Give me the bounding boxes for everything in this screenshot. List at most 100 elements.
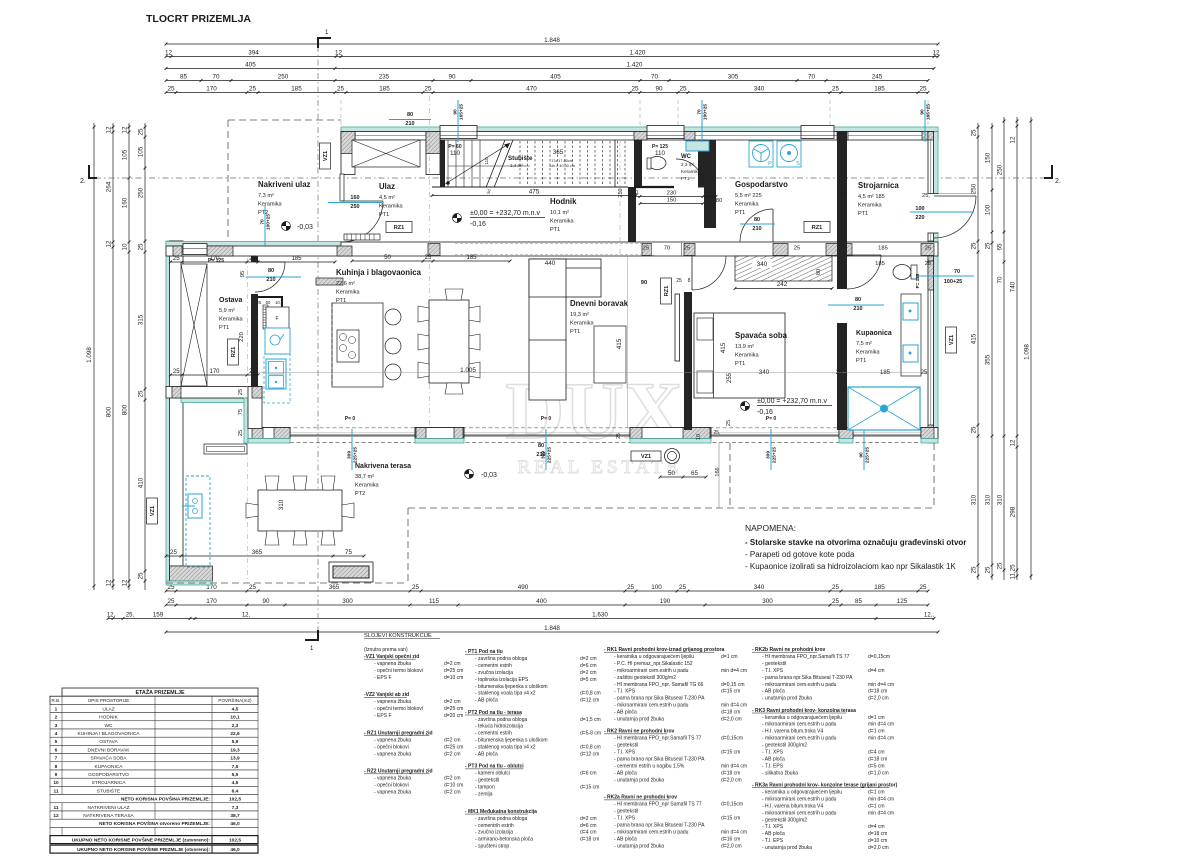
svg-text:25: 25 <box>838 261 844 267</box>
svg-text:80: 80 <box>538 443 544 449</box>
svg-text:6: 6 <box>55 747 58 753</box>
svg-text:- AB ploča: - AB ploča <box>614 836 637 842</box>
svg-text:1,4 m²: 1,4 m² <box>510 163 523 168</box>
svg-text:Keramika: Keramika <box>379 204 404 210</box>
svg-text:264: 264 <box>106 181 113 192</box>
svg-text:min d=4 cm: min d=4 cm <box>721 668 747 674</box>
svg-text:800: 800 <box>106 406 113 417</box>
svg-text:250: 250 <box>278 74 289 81</box>
svg-text:Keramika: Keramika <box>570 321 595 327</box>
svg-text:- opečni termo blokovi: - opečni termo blokovi <box>374 706 423 712</box>
svg-text:4,5: 4,5 <box>232 706 239 712</box>
svg-text:25: 25 <box>684 246 690 252</box>
svg-text:d=12 cm: d=12 cm <box>580 752 599 758</box>
svg-text:- AB ploča: - AB ploča <box>614 710 637 716</box>
svg-text:- opečni blokovi: - opečni blokovi <box>374 783 409 789</box>
svg-text:d=5-8 cm: d=5-8 cm <box>580 731 601 737</box>
svg-text:- mikroarmirani cem.estrih u p: - mikroarmirani cem.estrih u padu <box>762 722 837 728</box>
svg-text:12: 12 <box>1010 136 1017 144</box>
svg-text:25: 25 <box>616 433 622 439</box>
svg-text:25: 25 <box>627 584 635 591</box>
svg-text:PT1: PT1 <box>379 212 389 218</box>
svg-text:- cementrih estrih: - cementrih estrih <box>475 823 514 829</box>
svg-text:12: 12 <box>106 240 113 248</box>
svg-text:25: 25 <box>643 246 649 252</box>
svg-text:UKUPNO NETO KORISNE POVŠINE PR: UKUPNO NETO KORISNE POVŠINE PRIZEMLJE (z… <box>72 836 211 844</box>
svg-text:d=25 cm: d=25 cm <box>444 744 463 750</box>
svg-text:70: 70 <box>664 246 670 252</box>
svg-text:P= 125: P= 125 <box>652 144 668 150</box>
svg-text:10,: 10, <box>275 300 281 305</box>
svg-text:309: 309 <box>347 451 353 459</box>
svg-text:800: 800 <box>122 404 129 415</box>
svg-text:Keramika: Keramika <box>336 290 361 296</box>
svg-text:- zemlja: - zemlja <box>475 791 493 797</box>
svg-text:VZ1: VZ1 <box>323 151 329 161</box>
svg-text:d=15 cm: d=15 cm <box>721 750 740 756</box>
svg-text:25: 25 <box>919 86 927 93</box>
svg-text:- parna brana npr.Sika Bitusea: - parna brana npr.Sika Bituseal T-230 PA <box>614 822 705 828</box>
svg-text:d=15 cm: d=15 cm <box>721 689 740 695</box>
svg-text:470: 470 <box>526 86 537 93</box>
svg-text:WC: WC <box>105 723 114 729</box>
svg-text:25: 25 <box>925 261 931 267</box>
svg-text:NATKRIVENI ULAZ: NATKRIVENI ULAZ <box>87 805 129 811</box>
svg-text:UKUPNO NETO KORISNE POVŠINE P: UKUPNO NETO KORISNE POVŠINE PRIZMLJE (ot… <box>77 845 210 853</box>
svg-text:70: 70 <box>260 219 266 225</box>
svg-text:440: 440 <box>545 260 556 267</box>
svg-text:185: 185 <box>379 86 390 93</box>
svg-text:170: 170 <box>206 86 217 93</box>
svg-text:310: 310 <box>997 494 1004 505</box>
svg-text:25: 25 <box>985 242 992 250</box>
svg-text:105: 105 <box>122 149 129 160</box>
svg-text:25: 25 <box>679 584 687 591</box>
svg-text:25: 25 <box>925 246 931 252</box>
svg-text:- cementni estrih u nagibu 1,5: - cementni estrih u nagibu 1,5% <box>614 763 685 769</box>
svg-text:25: 25 <box>726 420 732 426</box>
svg-text:F: F <box>275 316 278 322</box>
svg-text:70: 70 <box>808 74 816 81</box>
svg-text:-0,03: -0,03 <box>297 224 313 231</box>
svg-text:KUHINJA I BLAGOVAONICA: KUHINJA I BLAGOVAONICA <box>77 731 140 737</box>
svg-text:25: 25 <box>424 86 432 93</box>
svg-text:- zvučna izolacija: - zvučna izolacija <box>475 670 513 676</box>
svg-text:Keramika: Keramika <box>735 353 760 359</box>
svg-text:80: 80 <box>268 268 274 274</box>
svg-text:Nakrivena terasa: Nakrivena terasa <box>355 463 411 470</box>
svg-text:70: 70 <box>651 74 659 81</box>
svg-text:394: 394 <box>248 50 259 57</box>
svg-text:d=5 cm: d=5 cm <box>868 763 885 769</box>
svg-text:25: 25 <box>249 369 256 375</box>
svg-text:RZ1: RZ1 <box>664 286 670 297</box>
svg-text:170: 170 <box>209 256 220 262</box>
svg-text:d=2 cm: d=2 cm <box>444 661 461 667</box>
svg-text:- MK1 Međukatna konstrukcija: - MK1 Međukatna konstrukcija <box>465 809 537 815</box>
svg-text:HODNIK: HODNIK <box>99 715 118 721</box>
svg-text:25: 25 <box>921 370 928 376</box>
svg-text:- H.I. varena bitum.troka V4: - H.I. varena bitum.troka V4 <box>762 729 823 735</box>
svg-text:min d=4 cm: min d=4 cm <box>721 763 747 769</box>
svg-text:70: 70 <box>697 109 703 115</box>
svg-text:- keramika u odgovarajuećem lj: - keramika u odgovarajuećem ljepilu <box>762 715 842 721</box>
svg-text:25: 25 <box>832 584 840 591</box>
svg-text:- keramika u odgovarajuećem lj: - keramika u odgovarajuećem ljepilu <box>762 789 842 795</box>
svg-text:min d=4 cm: min d=4 cm <box>868 810 894 816</box>
svg-text:90: 90 <box>920 109 926 115</box>
svg-text:340: 340 <box>757 261 768 268</box>
svg-text:- kameni oblutci: - kameni oblutci <box>475 771 510 777</box>
svg-text:PT1: PT1 <box>570 329 580 335</box>
svg-text:12,: 12, <box>242 613 251 619</box>
svg-text:25: 25 <box>238 430 244 436</box>
svg-text:- AB ploča: - AB ploča <box>762 831 785 837</box>
svg-text:DNEVNI BORAVAK: DNEVNI BORAVAK <box>88 747 131 753</box>
svg-text:7,3 m²: 7,3 m² <box>258 193 274 199</box>
svg-text:25: 25 <box>985 566 992 574</box>
svg-text:12: 12 <box>165 50 173 57</box>
svg-text:315: 315 <box>138 314 145 325</box>
svg-text:d=2 cm: d=2 cm <box>580 816 597 822</box>
svg-text:105: 105 <box>138 146 145 157</box>
svg-text:3: 3 <box>55 723 58 729</box>
svg-text:- keramika u odgovarajuećem lj: - keramika u odgovarajuećem ljepilu <box>614 654 694 660</box>
svg-text:7,5 m²: 7,5 m² <box>856 341 872 347</box>
svg-text:25,: 25, <box>126 613 135 619</box>
